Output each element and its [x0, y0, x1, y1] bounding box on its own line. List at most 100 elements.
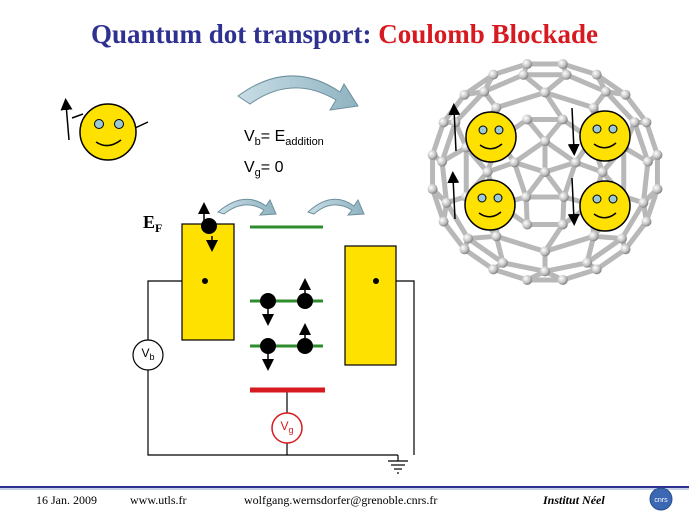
fullerene-atom: [616, 233, 627, 244]
large-curved-arrow-icon: [237, 75, 359, 111]
fullerene-bond: [643, 119, 660, 158]
fullerene-bond: [542, 169, 567, 200]
fullerene-atom: [641, 117, 652, 128]
fullerene-bond: [561, 159, 579, 200]
vb-label: Vb: [133, 346, 163, 362]
smiley-face-icon: [448, 103, 517, 163]
cnrs-logo-icon: cnrs: [649, 487, 673, 511]
fullerene-atom: [427, 149, 438, 160]
footer-rule: [0, 486, 689, 490]
fullerene-bond: [441, 219, 467, 252]
fullerene-bond: [623, 219, 649, 252]
fullerene-atom: [652, 184, 663, 195]
fullerene-atom: [459, 89, 470, 100]
fullerene-atom: [558, 192, 569, 203]
vb-subscript: b: [149, 352, 155, 362]
ground-symbol-icon: [388, 460, 408, 474]
fullerene-bond: [594, 72, 629, 98]
smiley-mouth: [593, 142, 617, 149]
fullerene-atom: [557, 274, 568, 285]
c60-fullerene-icon: [427, 59, 663, 285]
fullerene-atom: [597, 167, 608, 177]
fullerene-bond: [542, 138, 579, 165]
fullerene-bond: [542, 260, 590, 274]
fullerene-bond: [511, 159, 548, 175]
fullerene-bond: [640, 159, 651, 206]
fullerene-bond: [594, 246, 629, 272]
fermi-subscript: F: [155, 221, 163, 235]
fullerene-atom: [629, 117, 640, 128]
fullerene-bond: [481, 72, 526, 95]
fullerene-bond: [444, 200, 471, 241]
fullerene-bond: [490, 266, 530, 283]
vb-source-icon: [132, 339, 164, 371]
fullerene-bond: [542, 159, 579, 175]
fullerene-atom: [438, 216, 449, 227]
dot-levels: [250, 225, 323, 348]
fullerene-bond: [603, 89, 638, 125]
fullerene-bond: [560, 266, 600, 283]
fullerene-bond: [619, 200, 646, 241]
smiley-face-icon: [447, 171, 516, 231]
vb-symbol: V: [141, 346, 150, 360]
smiley-eye: [608, 194, 618, 204]
fullerene-atom: [620, 89, 631, 100]
fullerene-bond: [465, 235, 506, 266]
fullerene-atom: [652, 149, 663, 160]
fullerene-atom: [491, 231, 502, 242]
fullerene-atom: [522, 219, 533, 230]
fullerene-atom: [540, 246, 550, 257]
slide-title: Quantum dot transport: Coulomb Blockade: [0, 18, 689, 50]
fullerene-atom: [641, 216, 652, 227]
fullerene-atom: [591, 69, 602, 80]
smiley-face-icon: [567, 177, 631, 232]
level-electrons-icon: [260, 278, 313, 371]
smiley-face-icon: [60, 98, 149, 161]
fullerene-atom: [521, 192, 532, 203]
fullerene-bond: [542, 221, 566, 254]
fullerene-atom: [570, 157, 581, 168]
smiley-face: [464, 179, 516, 231]
fullerene-atom: [463, 233, 474, 244]
source-lead: [181, 223, 235, 341]
fullerene-bond: [564, 72, 609, 95]
drain-lead: [344, 245, 397, 366]
fullerene-bond: [500, 260, 548, 274]
fullerene-bond: [493, 90, 548, 111]
spin-arrow: [567, 107, 580, 156]
small-curved-arrow-left-icon: [216, 198, 277, 216]
fullerene-bond: [430, 186, 447, 225]
small-curved-arrow-right-icon: [307, 198, 365, 216]
fullerene-bond: [511, 138, 548, 165]
fullerene-bond: [511, 159, 529, 200]
smiley-eye: [477, 193, 487, 203]
gate-equation: Vg= 0: [244, 159, 283, 179]
fullerene-atom: [600, 86, 611, 97]
fullerene-atom: [642, 156, 653, 167]
fullerene-atom: [488, 264, 499, 275]
smiley-mouth: [478, 211, 502, 218]
fullerene-atom: [522, 274, 533, 285]
footer-email[interactable]: wolfgang.wernsdorfer@grenoble.cnrs.fr: [244, 493, 438, 507]
footer-url[interactable]: www.utls.fr: [130, 493, 187, 507]
title-part-2: Coulomb Blockade: [378, 19, 599, 49]
footer-institute: Institut Néel: [543, 493, 605, 507]
fullerene-atom: [557, 114, 568, 125]
vg-label: Vg: [272, 419, 302, 435]
fullerene-atom: [591, 264, 602, 275]
fullerene-atom: [437, 156, 448, 167]
fullerene-atom: [488, 69, 499, 80]
fullerene-bond: [632, 119, 651, 165]
fullerene-atom: [540, 266, 550, 277]
fullerene-atom: [557, 219, 568, 230]
smiley-eye: [608, 124, 618, 134]
title-part-1: Quantum dot transport:: [90, 19, 372, 49]
fullerene-atom: [491, 102, 502, 113]
smiley-face: [579, 180, 631, 232]
fullerene-atom: [518, 69, 529, 80]
fullerene-atom: [620, 244, 631, 255]
smiley-mouth: [479, 143, 503, 150]
spin-arrow: [448, 103, 461, 152]
fullerene-atom: [540, 87, 550, 98]
bias-symbol: V: [244, 128, 255, 145]
